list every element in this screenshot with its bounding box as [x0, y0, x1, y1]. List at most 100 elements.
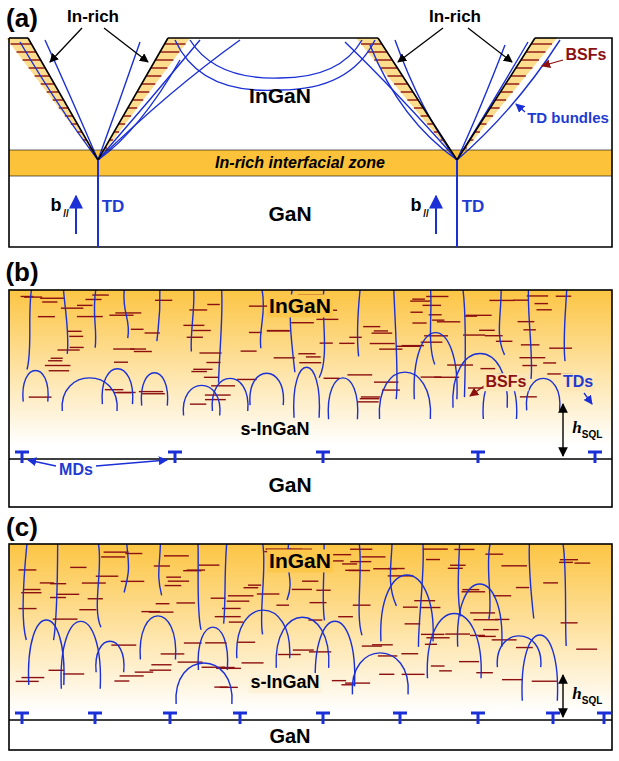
thickness-subscript: SQL: [580, 429, 605, 440]
stacking-fault: [53, 618, 78, 619]
stacking-fault: [241, 350, 257, 351]
stacking-fault: [401, 653, 418, 654]
threading-dislocation: [394, 290, 397, 399]
stacking-fault: [426, 296, 448, 297]
stacking-fault: [361, 396, 380, 397]
stacking-fault: [470, 612, 495, 613]
stacking-fault: [316, 319, 338, 320]
stacking-fault: [405, 623, 421, 624]
stacking-fault: [199, 564, 219, 565]
threading-dislocation: [224, 544, 227, 624]
stacking-fault: [332, 680, 346, 681]
layer-label: InGaN: [267, 549, 333, 572]
layer-label: s-InGaN: [248, 673, 321, 693]
stacking-fault: [215, 616, 241, 617]
stacking-fault: [50, 583, 66, 584]
stacking-fault: [461, 591, 485, 592]
stacking-fault: [372, 644, 393, 645]
stacking-fault: [432, 319, 444, 320]
dislocation-loop: [212, 378, 248, 411]
stacking-fault: [490, 107, 499, 108]
leader-line: [470, 386, 484, 396]
threading-dislocation: [260, 290, 263, 348]
stacking-fault: [368, 51, 387, 52]
stacking-fault: [518, 321, 535, 322]
stacking-fault: [79, 609, 96, 610]
misfit-dislocation: [477, 452, 480, 463]
stacking-fault: [204, 377, 219, 378]
stacking-fault: [463, 334, 485, 335]
stacking-fault: [154, 565, 170, 566]
layer-outline: [9, 290, 612, 507]
stacking-fault: [511, 75, 526, 76]
leader-line: [542, 60, 563, 66]
stacking-fault: [403, 606, 418, 607]
stacking-fault: [160, 51, 179, 52]
threading-dislocation: [529, 544, 534, 619]
leader-line: [28, 460, 56, 466]
stacking-fault: [267, 330, 289, 331]
stacking-fault: [211, 385, 235, 386]
stacking-fault: [114, 362, 128, 363]
stacking-fault: [53, 99, 64, 100]
stacking-fault: [101, 556, 125, 557]
threading-dislocation: [23, 544, 27, 640]
stacking-fault: [502, 679, 523, 680]
misfit-dislocation: [322, 452, 325, 463]
stacking-fault: [211, 598, 226, 599]
stacking-fault: [560, 559, 578, 560]
stacking-fault: [345, 682, 370, 683]
threading-dislocation: [261, 544, 263, 634]
stacking-fault: [349, 337, 362, 338]
dislocation-loop: [414, 333, 457, 400]
stacking-fault: [238, 642, 255, 643]
stacking-fault: [476, 672, 493, 673]
dislocation-loop: [61, 621, 100, 688]
stacking-fault: [70, 347, 84, 348]
stacking-fault: [131, 329, 144, 330]
stacking-fault: [454, 549, 474, 550]
stacking-fault: [501, 565, 527, 566]
region-label: In-rich: [65, 8, 121, 27]
threading-dislocation: [76, 160, 457, 247]
stacking-fault: [16, 681, 39, 682]
stacking-fault: [88, 598, 103, 599]
threading-dislocation: [463, 290, 465, 397]
stacking-fault: [374, 381, 398, 382]
misfit-dislocation: [169, 713, 172, 724]
dislocation-loop: [250, 373, 284, 405]
stacking-fault: [473, 619, 498, 620]
stacking-fault: [193, 369, 212, 370]
stacking-fault: [447, 364, 473, 365]
threading-dislocation: [563, 544, 566, 646]
stacking-fault: [257, 593, 280, 594]
stacking-fault: [373, 568, 397, 569]
stacking-fault: [227, 600, 250, 601]
stacking-fault: [576, 648, 597, 649]
dislocation-loop: [102, 369, 133, 404]
dislocation-loop: [526, 378, 560, 410]
stacking-fault: [207, 304, 219, 305]
stacking-fault: [114, 680, 129, 681]
layer-label: GaN: [266, 473, 313, 496]
stacking-fault: [41, 83, 55, 84]
stacking-fault: [516, 67, 533, 68]
stacking-fault: [21, 677, 44, 678]
misfit-dislocation: [174, 452, 177, 463]
stacking-fault: [536, 309, 551, 310]
stacking-fault: [51, 358, 63, 359]
stacking-fault: [402, 674, 425, 675]
stacking-fault: [414, 600, 435, 601]
stacking-fault: [121, 581, 145, 582]
stacking-fault: [45, 365, 71, 366]
layer-label: GaN: [267, 725, 312, 747]
stacking-fault: [58, 349, 80, 350]
stacking-fault: [465, 315, 477, 316]
stacking-fault: [450, 565, 466, 566]
stacking-fault: [199, 352, 221, 353]
stacking-fault: [142, 393, 165, 394]
stacking-fault: [49, 370, 69, 371]
ingan-layer: [9, 544, 612, 720]
dislocation-loop: [176, 663, 232, 704]
stacking-fault: [155, 300, 172, 301]
